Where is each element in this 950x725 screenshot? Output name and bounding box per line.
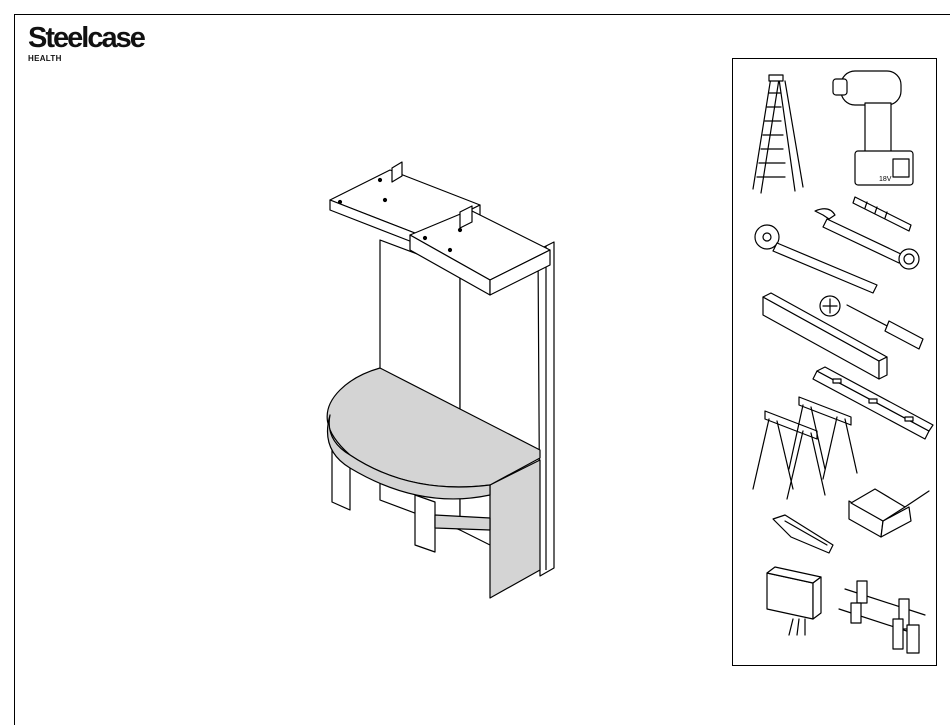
step-ladder-icon (753, 75, 803, 193)
bar-clamps-icon (839, 581, 925, 653)
cordless-drill-icon: 18V (833, 71, 913, 185)
drill-battery-label: 18V (879, 176, 892, 183)
brand-division: HEALTH (28, 54, 144, 63)
tools-illustrations: 18V (733, 59, 938, 667)
sawhorses-icon (753, 397, 857, 499)
level-icon (813, 367, 933, 439)
sanding-block-icon (767, 567, 821, 635)
combination-wrench-icon (815, 209, 919, 269)
phillips-bit-icon (820, 296, 840, 316)
desk-leg-middle (415, 495, 435, 552)
safety-glasses-icon (849, 489, 929, 537)
utility-knife-icon (773, 515, 833, 553)
brand-name: Steelcase (28, 22, 144, 54)
steelcase-logo: Steelcase HEALTH (28, 22, 144, 63)
desk-assembly-illustration (310, 150, 570, 610)
required-tools-panel: 18V (732, 58, 937, 666)
drill-bit-icon (853, 197, 911, 231)
